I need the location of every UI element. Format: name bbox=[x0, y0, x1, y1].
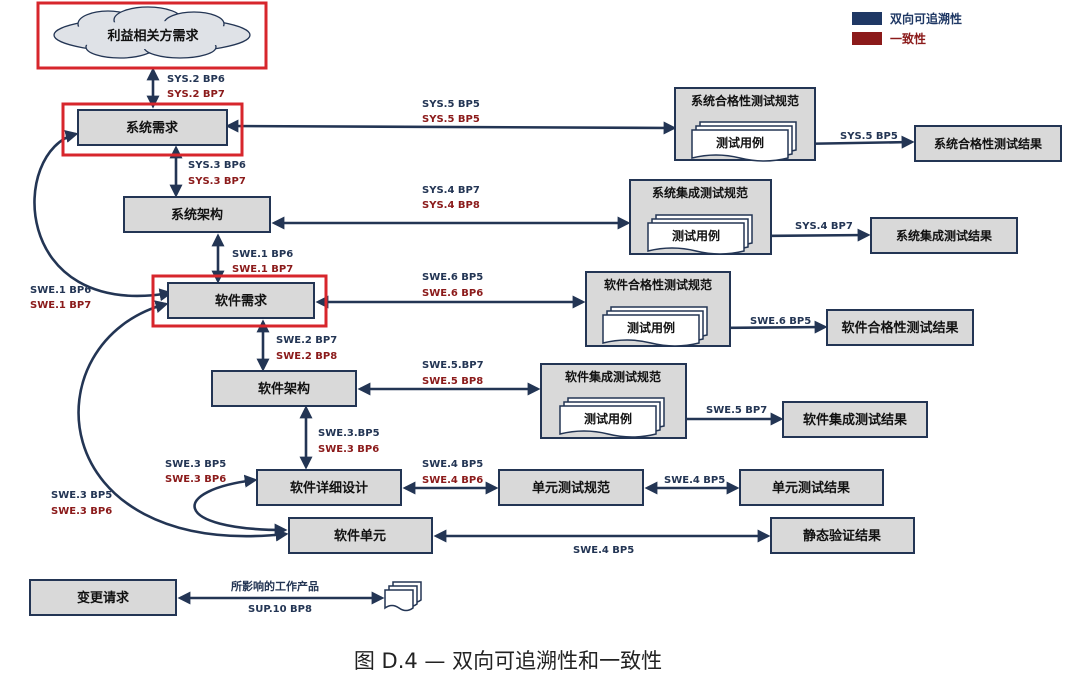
software-detailed-design-label: 软件详细设计 bbox=[290, 480, 368, 496]
label-swe6-bp5-right: SWE.6 BP5 bbox=[750, 316, 811, 327]
label-sys3-bp7: SYS.3 BP7 bbox=[188, 176, 246, 187]
test-case-label-2: 测试用例 bbox=[672, 228, 720, 243]
label-swe3-bp5-inner: SWE.3 BP5 bbox=[165, 459, 226, 470]
label-swe5-bp8: SWE.5 BP8 bbox=[422, 376, 483, 387]
label-sys4-bp7: SYS.4 BP7 bbox=[422, 185, 480, 196]
stakeholder-requirements-label: 利益相关方需求 bbox=[107, 28, 199, 44]
system-integration-test-spec-label: 系统集成测试规范 bbox=[652, 185, 748, 200]
connector-labels: SYS.2 BP6 SYS.2 BP7 SYS.3 BP6 SYS.3 BP7 … bbox=[30, 74, 898, 615]
software-requirements-label: 软件需求 bbox=[215, 293, 268, 309]
legend-swatch-traceability bbox=[852, 12, 882, 25]
label-swe6-bp6: SWE.6 BP6 bbox=[422, 288, 483, 299]
system-qualification-test-result-label: 系统合格性测试结果 bbox=[934, 136, 1042, 151]
legend-label-traceability: 双向可追溯性 bbox=[890, 11, 962, 26]
system-integration-test-result-box bbox=[870, 217, 1018, 254]
test-case-label-4: 测试用例 bbox=[584, 411, 632, 426]
system-architecture-box bbox=[123, 196, 271, 233]
label-sys3-bp6: SYS.3 BP6 bbox=[188, 160, 246, 171]
label-swe5-bp7-right: SWE.5 BP7 bbox=[706, 405, 767, 416]
work-products-document-icon bbox=[384, 581, 422, 612]
test-case-label-3: 测试用例 bbox=[627, 320, 675, 335]
software-qualification-test-result-label: 软件合格性测试结果 bbox=[841, 320, 958, 336]
connectors bbox=[33, 67, 915, 605]
label-affected-products: 所影响的工作产品 bbox=[231, 579, 319, 593]
software-qualification-test-spec-label: 软件合格性测试规范 bbox=[604, 277, 712, 292]
label-swe3-bp6-outer: SWE.3 BP6 bbox=[51, 506, 112, 517]
stakeholder-cloud bbox=[53, 6, 251, 59]
software-architecture-box bbox=[211, 370, 357, 407]
label-swe2-bp8: SWE.2 BP8 bbox=[276, 351, 337, 362]
label-sys5-bp5-red: SYS.5 BP5 bbox=[422, 114, 480, 125]
label-swe6-bp5-top: SWE.6 BP5 bbox=[422, 272, 483, 283]
system-architecture-label: 系统架构 bbox=[171, 207, 223, 223]
unit-test-result-label: 单元测试结果 bbox=[772, 480, 850, 496]
unit-test-spec-box bbox=[498, 469, 644, 506]
unit-test-spec-label: 单元测试规范 bbox=[532, 480, 610, 496]
test-case-document-1 bbox=[691, 121, 797, 162]
static-verification-result-box bbox=[770, 517, 915, 554]
static-verification-result-label: 静态验证结果 bbox=[803, 528, 881, 544]
stakeholder-highlight bbox=[36, 1, 268, 70]
label-swe5-bp7-dot: SWE.5.BP7 bbox=[422, 360, 484, 371]
software-unit-label: 软件单元 bbox=[334, 528, 386, 544]
label-sys2-bp6: SYS.2 BP6 bbox=[167, 74, 225, 85]
label-swe3-bp5-outer: SWE.3 BP5 bbox=[51, 490, 112, 501]
software-requirements-highlight bbox=[151, 274, 328, 328]
software-integration-test-result-box bbox=[782, 401, 928, 438]
test-case-document-4 bbox=[559, 397, 665, 438]
software-requirements-box bbox=[167, 282, 315, 319]
label-swe3-bp6-mid: SWE.3 BP6 bbox=[318, 444, 379, 455]
system-requirements-highlight bbox=[61, 102, 244, 157]
label-swe3-bp6-inner: SWE.3 BP6 bbox=[165, 474, 226, 485]
software-integration-test-spec-label: 软件集成测试规范 bbox=[565, 369, 661, 384]
software-integration-test-result-label: 软件集成测试结果 bbox=[803, 412, 907, 428]
label-swe4-bp6: SWE.4 BP6 bbox=[422, 475, 483, 486]
legend-swatch-consistency bbox=[852, 32, 882, 45]
label-sys5-bp5-right: SYS.5 BP5 bbox=[840, 131, 898, 142]
unit-test-result-box bbox=[739, 469, 884, 506]
change-request-label: 变更请求 bbox=[77, 590, 130, 606]
figure-caption: 图 D.4 — 双向可追溯性和一致性 bbox=[354, 649, 662, 673]
label-sys4-bp7-right: SYS.4 BP7 bbox=[795, 221, 853, 232]
software-qualification-test-result-box bbox=[826, 309, 974, 346]
label-swe1-bp6-right: SWE.1 BP6 bbox=[232, 249, 293, 260]
software-architecture-label: 软件架构 bbox=[258, 381, 310, 397]
test-case-document-2 bbox=[647, 214, 753, 255]
label-swe1-bp7-right: SWE.1 BP7 bbox=[232, 264, 293, 275]
system-qualification-test-spec-label: 系统合格性测试规范 bbox=[691, 93, 799, 108]
change-request-box bbox=[29, 579, 177, 616]
system-integration-test-result-label: 系统集成测试结果 bbox=[896, 228, 992, 243]
system-requirements-label: 系统需求 bbox=[126, 120, 179, 136]
test-case-label-1: 测试用例 bbox=[716, 135, 764, 150]
software-unit-box bbox=[288, 517, 433, 554]
label-swe1-bp7-left: SWE.1 BP7 bbox=[30, 300, 91, 311]
label-swe1-bp6-left: SWE.1 BP6 bbox=[30, 285, 91, 296]
system-qualification-test-result-box bbox=[914, 125, 1062, 162]
label-swe4-bp5-static: SWE.4 BP5 bbox=[573, 545, 634, 556]
label-swe4-bp5-unit: SWE.4 BP5 bbox=[664, 475, 725, 486]
label-swe4-bp5-top: SWE.4 BP5 bbox=[422, 459, 483, 470]
system-requirements-box bbox=[77, 109, 228, 146]
label-sup10-bp8: SUP.10 BP8 bbox=[248, 604, 312, 615]
label-sys2-bp7: SYS.2 BP7 bbox=[167, 89, 225, 100]
label-sys5-bp5-top: SYS.5 BP5 bbox=[422, 99, 480, 110]
label-swe3-bp5-dot: SWE.3.BP5 bbox=[318, 428, 380, 439]
label-swe2-bp7: SWE.2 BP7 bbox=[276, 335, 337, 346]
test-case-document-3 bbox=[602, 306, 708, 347]
software-detailed-design-box bbox=[256, 469, 402, 506]
label-sys4-bp8: SYS.4 BP8 bbox=[422, 200, 480, 211]
legend-label-consistency: 一致性 bbox=[890, 31, 926, 46]
